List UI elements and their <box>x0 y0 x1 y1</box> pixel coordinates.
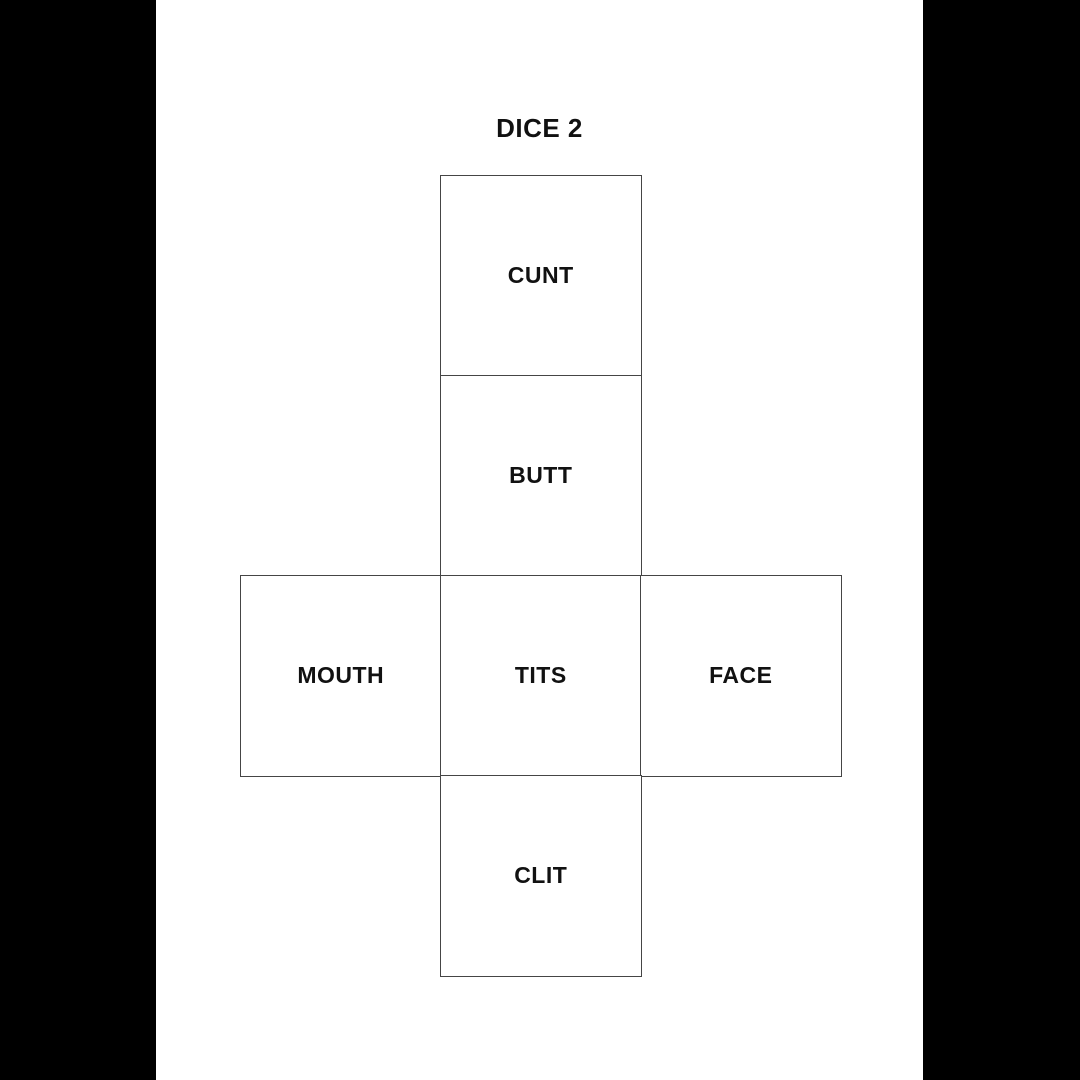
right-black-bar <box>923 0 1080 1080</box>
die-face-bottom: CLIT <box>440 775 642 977</box>
die-face-label: MOUTH <box>297 662 385 689</box>
die-face-right: FACE <box>640 575 842 777</box>
die-face-upper-middle: BUTT <box>440 375 642 577</box>
die-face-top: CUNT <box>440 175 642 377</box>
die-face-label: CLIT <box>514 862 568 889</box>
left-black-bar <box>0 0 156 1080</box>
die-face-left: MOUTH <box>240 575 442 777</box>
page-title: DICE 2 <box>496 113 583 143</box>
die-face-label: FACE <box>709 662 773 689</box>
die-face-center: TITS <box>440 575 642 777</box>
die-face-label: BUTT <box>509 462 573 489</box>
die-face-label: CUNT <box>507 262 574 289</box>
die-face-label: TITS <box>514 662 567 689</box>
